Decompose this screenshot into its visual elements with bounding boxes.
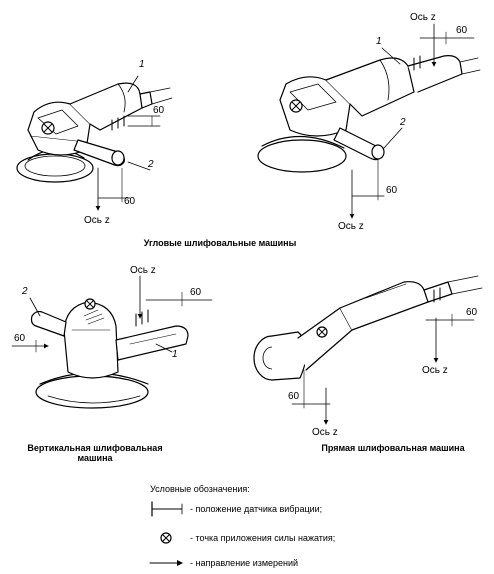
axis-z-label: Ось z — [130, 265, 156, 276]
dimension-label: 60 — [124, 196, 136, 207]
small-angle-grinder-drawing — [16, 75, 173, 211]
part-number-1: 1 — [376, 36, 382, 47]
straight-grinder-drawing — [253, 275, 483, 425]
dimension-label: 60 — [456, 25, 468, 36]
dimension-label: 60 — [386, 185, 398, 196]
axis-z-label: Ось z — [410, 12, 436, 23]
large-angle-grinder-drawing — [257, 23, 481, 219]
axis-z-label: Ось z — [422, 365, 448, 376]
axis-z-label: Ось z — [312, 427, 338, 438]
vertical-grinder-drawing — [11, 275, 213, 409]
dimension-label: 60 — [288, 391, 300, 402]
axis-z-label: Ось z — [338, 221, 364, 232]
part-number-1: 1 — [139, 59, 145, 70]
dimension-label: 60 — [153, 105, 165, 116]
part-number-2: 2 — [22, 286, 28, 297]
dimension-label: 60 — [14, 333, 26, 344]
legend-force-point: - точка приложения силы нажатия; — [190, 533, 336, 543]
caption-angle-grinders: Угловые шлифовальные машины — [143, 238, 297, 248]
legend-sensor-position: - положение датчика вибрации; — [190, 504, 323, 514]
legend-symbols — [149, 501, 183, 566]
part-number-2: 2 — [400, 117, 406, 128]
dimension-label: 60 — [466, 307, 478, 318]
dimension-label: 60 — [190, 287, 202, 298]
part-number-1: 1 — [172, 349, 178, 360]
caption-vertical-grinder: Вертикальная шлифовальная машина — [27, 443, 163, 463]
caption-straight-grinder: Прямая шлифовальная машина — [321, 443, 465, 453]
legend-measurement-direction: - направление измерений — [190, 558, 299, 568]
axis-z-label: Ось z — [84, 215, 110, 226]
legend-title: Условные обозначения: — [150, 484, 250, 494]
part-number-2: 2 — [148, 159, 154, 170]
